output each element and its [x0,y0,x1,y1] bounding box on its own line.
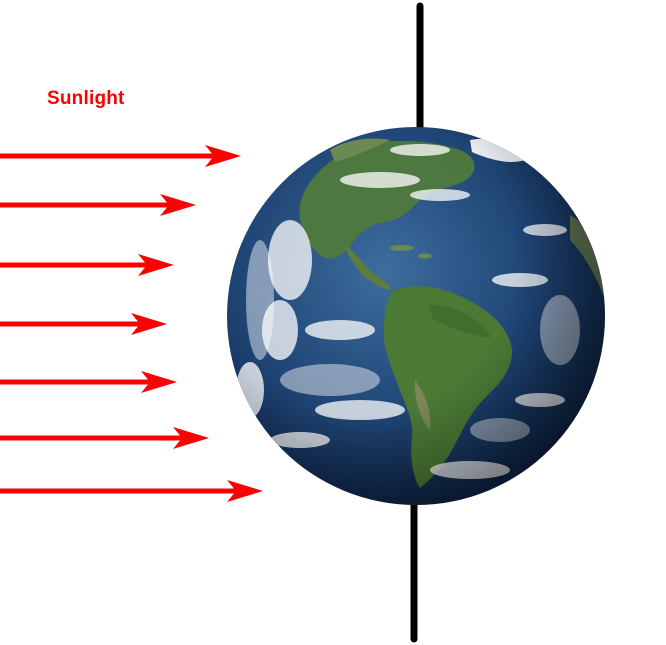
arrow-icon [0,480,263,502]
arrow-icon [0,371,177,393]
earth-icon [227,127,605,505]
arrow-icon [0,145,241,167]
arrow-icon [0,194,196,216]
arrow-icon [0,313,167,335]
arrow-icon [0,254,174,276]
arrow-icon [0,427,209,449]
sunlight-rays [0,145,263,502]
sunlight-label: Sunlight [47,88,125,109]
